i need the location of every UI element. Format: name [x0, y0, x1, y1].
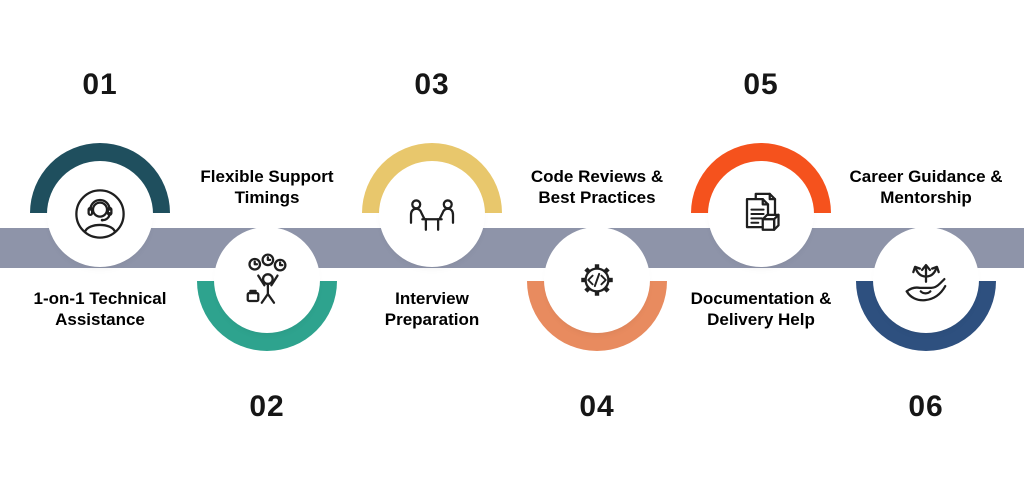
- step-label-line: Career Guidance &: [849, 167, 1003, 186]
- step-icon-circle: [551, 234, 643, 326]
- step-label: Flexible Support Timings: [177, 166, 357, 208]
- code-gear-icon: [581, 264, 613, 296]
- step-label-line: Assistance: [55, 310, 145, 329]
- step-number: 03: [414, 68, 450, 101]
- step-label-line: Preparation: [384, 310, 480, 329]
- step-label-line: Best Practices: [538, 188, 656, 207]
- step-label: Interview Preparation: [342, 288, 522, 330]
- step-label-line: Interview: [395, 289, 469, 308]
- step-number: 06: [908, 390, 944, 423]
- step-label: 1-on-1 Technical Assistance: [10, 288, 190, 330]
- documents-delivery-icon: [745, 192, 780, 231]
- step-label-line: 1-on-1 Technical: [33, 289, 167, 308]
- step-number: 05: [743, 68, 779, 101]
- step-label-line: Flexible Support: [200, 167, 334, 186]
- step-label-line: Timings: [234, 188, 300, 207]
- step-number: 02: [249, 390, 285, 423]
- step-label-line: Mentorship: [880, 188, 972, 207]
- step-label: Documentation & Delivery Help: [671, 288, 851, 330]
- step-label: Career Guidance & Mentorship: [836, 166, 1016, 208]
- step-label-line: Documentation &: [690, 289, 832, 308]
- step-number: 01: [82, 68, 118, 101]
- step-label: Code Reviews & Best Practices: [507, 166, 687, 208]
- flexible-time-icon: [246, 253, 287, 304]
- interview-icon: [409, 199, 455, 231]
- step-icon-circle: [54, 168, 146, 260]
- step-number: 04: [579, 390, 615, 423]
- step-icon-circle: [880, 234, 972, 326]
- career-guidance-icon: [905, 263, 947, 302]
- step-label-line: Code Reviews &: [530, 167, 664, 186]
- step-icon-circle: [386, 168, 478, 260]
- headset-support-icon: [75, 189, 125, 239]
- step-label-line: Delivery Help: [707, 310, 815, 329]
- step-icon-circle: [715, 168, 807, 260]
- timeline-band: [0, 228, 1024, 268]
- step-icon-circle: [221, 234, 313, 326]
